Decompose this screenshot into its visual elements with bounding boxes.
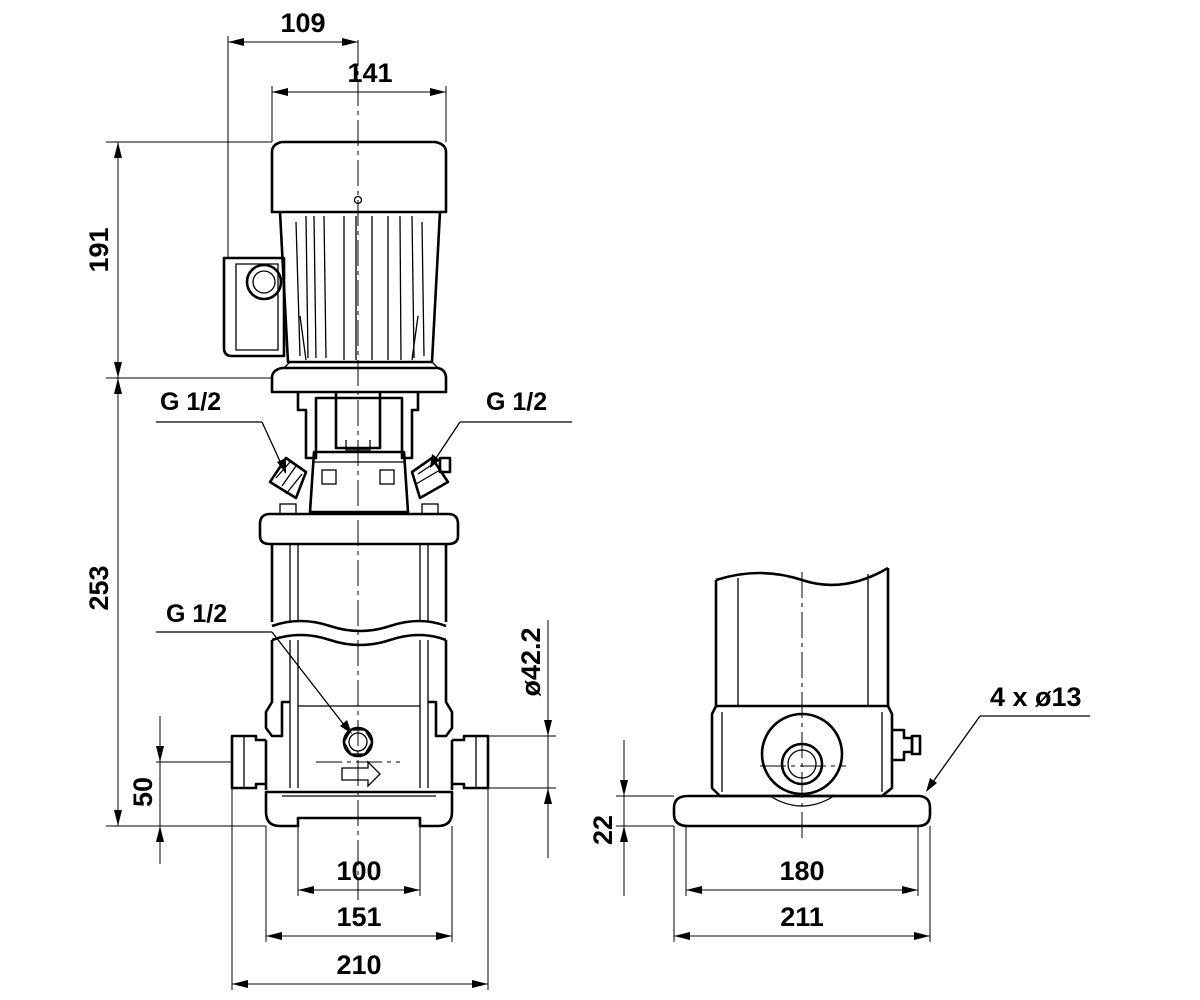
port-leaders (156, 421, 572, 734)
dim-motor-offset: 109 (280, 8, 325, 38)
side-view: 22 180 211 4 x ø13 (588, 566, 1090, 942)
dim-motor-height: 191 (84, 227, 114, 272)
pump-sleeve (264, 544, 454, 788)
dim-port-spacing: 100 (336, 856, 381, 886)
dim-overall-width: 210 (336, 950, 381, 980)
dim-base-inner: 151 (336, 902, 381, 932)
motor (222, 140, 448, 394)
suction-discharge-ports (230, 734, 490, 790)
dim-pipe-diameter: ø42.2 (516, 627, 546, 696)
port-label-bottom: G 1/2 (166, 600, 227, 628)
pump-base (264, 790, 454, 828)
dim-motor-width: 141 (347, 58, 392, 88)
dim-foot-hole-spacing: 180 (779, 856, 824, 886)
dim-foot-width: 211 (780, 902, 824, 932)
dimension-lines (114, 38, 552, 988)
dim-foot-height: 22 (588, 815, 618, 845)
dim-pump-height: 253 (84, 565, 114, 610)
extension-lines (106, 36, 556, 990)
port-label-top-right: G 1/2 (486, 388, 547, 416)
mounting-holes-label: 4 x ø13 (990, 682, 1082, 712)
front-view: 109 141 191 253 50 ø42.2 100 151 210 G 1… (84, 8, 572, 990)
dim-inlet-height: 50 (128, 777, 158, 807)
port-label-top-left: G 1/2 (160, 388, 221, 416)
coupling-housing (258, 392, 460, 546)
